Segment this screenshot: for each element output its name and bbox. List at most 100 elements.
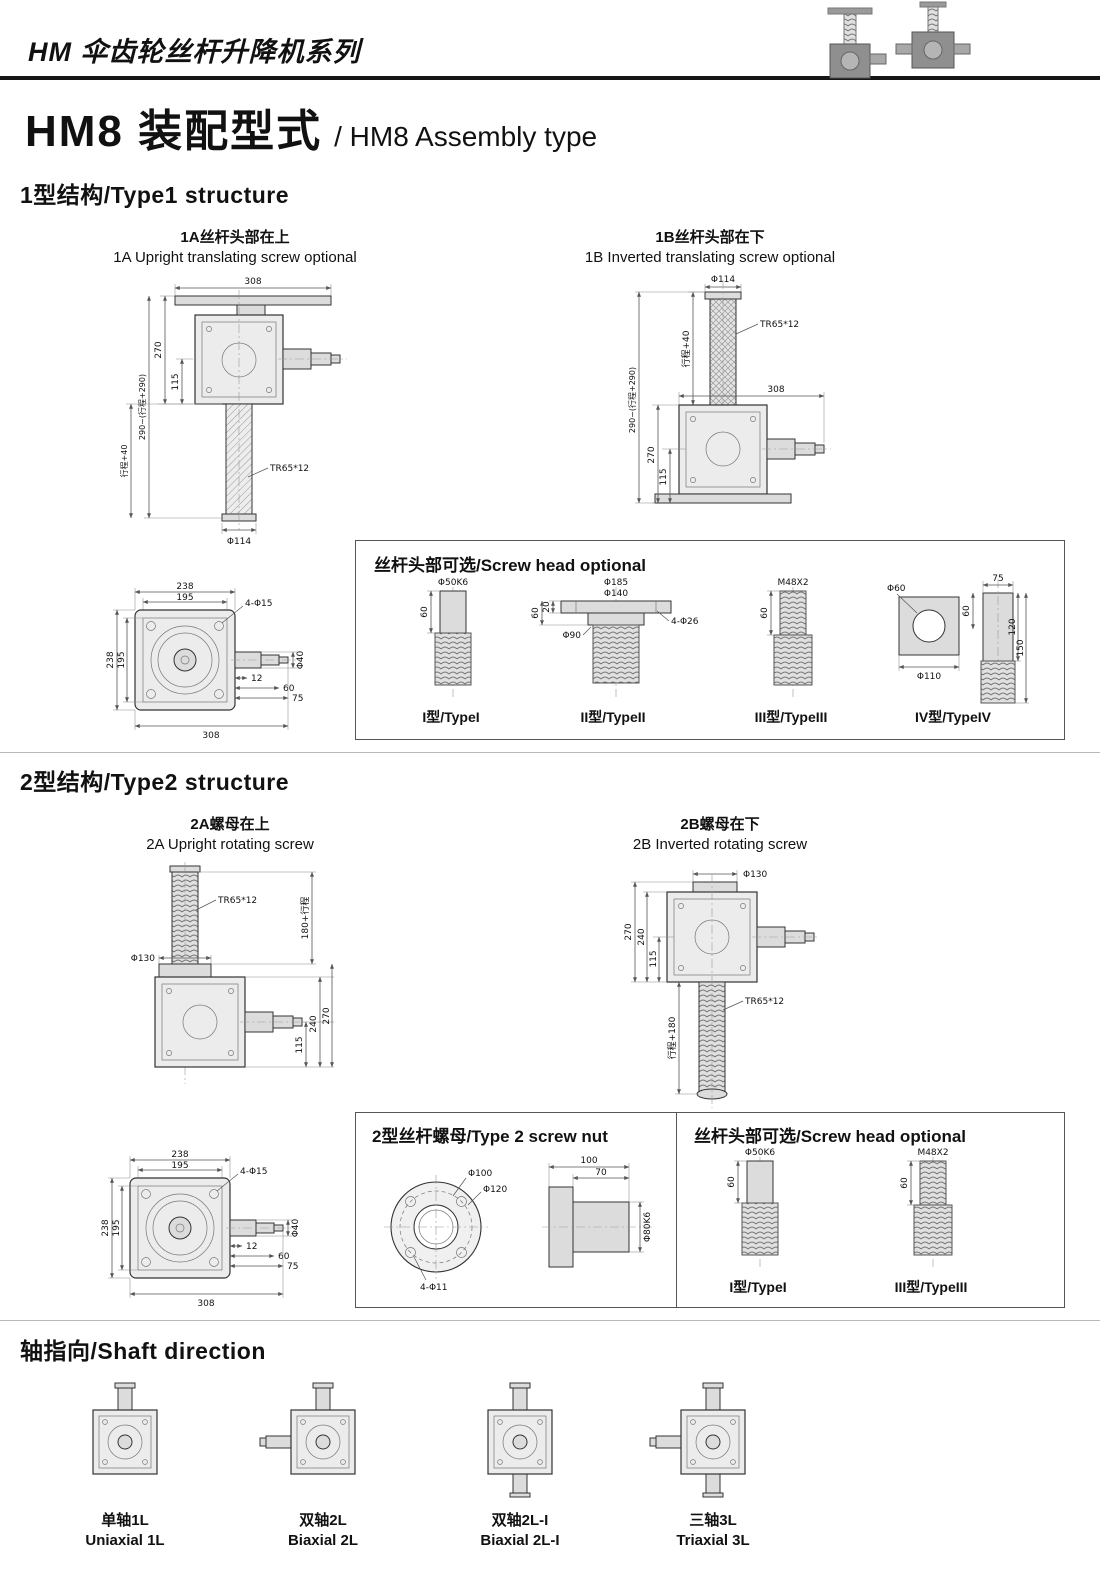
travel-nut — [692, 881, 738, 893]
dim-label: 60 — [900, 1177, 910, 1189]
dim-label: 290~(行程+290) — [627, 367, 637, 433]
nut-panel-title: 2型丝杆螺母/Type 2 screw nut — [372, 1127, 608, 1146]
shaft-label-1l: 单轴1L Uniaxial 1L — [85, 1512, 165, 1549]
screw-head-type3-label: III型/TypeIII — [754, 709, 828, 725]
dim-label: 308 — [767, 385, 784, 395]
type1-heading: 1型结构/Type1 structure — [20, 182, 290, 208]
dim-label: TR65*12 — [269, 464, 309, 474]
dim-label: 308 — [202, 731, 219, 741]
dim-label: 120 — [1008, 618, 1018, 635]
front-view-type2: 238 195 4-Φ15 238 195 Φ40 12 — [101, 1150, 301, 1309]
screw-head-type1-label: I型/TypeI — [422, 709, 480, 725]
dim-label: Φ50K6 — [745, 1148, 775, 1158]
dim-label: 115 — [295, 1036, 305, 1053]
fig-2b-drawing: Φ130 270 240 115 TR65*12 行程+180 — [624, 870, 820, 1108]
shaft-fig-1l: 单轴1L Uniaxial 1L — [60, 1378, 190, 1550]
dim-label: 270 — [624, 923, 634, 940]
dim-label: 270 — [322, 1007, 332, 1024]
header-rule — [0, 76, 1100, 80]
dim-label: Φ100 — [468, 1169, 493, 1179]
section-divider — [0, 752, 1100, 753]
screw-head2-type3-drawing: M48X2 60 — [900, 1148, 953, 1267]
fig-2b-caption: 2B螺母在下 2B Inverted rotating screw — [632, 816, 808, 854]
dim-label: 75 — [292, 694, 303, 704]
dim-label: Φ60 — [887, 584, 906, 594]
dim-label: TR65*12 — [759, 320, 799, 330]
screw-head-panel-type1: 丝杆头部可选/Screw head optional Φ50K6 60 I型/T… — [355, 540, 1065, 740]
dim-label: 270 — [647, 446, 657, 463]
type2-options-panel: 2型丝杆螺母/Type 2 screw nut Φ100 Φ120 4-Φ11 … — [355, 1112, 1065, 1308]
dim-label: 240 — [309, 1015, 319, 1032]
dim-label: 180+行程 — [299, 897, 311, 940]
dim-label: 60 — [727, 1176, 737, 1188]
screw-head-panel-title: 丝杆头部可选/Screw head optional — [374, 556, 647, 575]
fig-1b-drawing: Φ114 行程+40 TR65*12 308 115 270 — [627, 275, 831, 504]
dim-label: TR65*12 — [217, 896, 257, 906]
dim-label: 195 — [112, 1219, 122, 1236]
dim-label: 270 — [154, 341, 164, 358]
dim-label: 60 — [283, 684, 295, 694]
gearbox-housing — [678, 404, 768, 495]
screw-head2-type1-drawing: Φ50K6 60 — [727, 1148, 779, 1267]
shaft-3l-drawing — [649, 1382, 746, 1498]
dim-label: Φ50K6 — [438, 578, 468, 588]
shaft-direction-heading: 轴指向/Shaft direction — [20, 1338, 266, 1364]
screw-nut-drawing: Φ100 Φ120 4-Φ11 100 70 Φ80K6 — [384, 1156, 653, 1293]
dim-label: 4-Φ11 — [420, 1283, 448, 1293]
shaft-2l-i-drawing — [487, 1382, 553, 1498]
dim-label: 238 — [101, 1219, 111, 1236]
fig-1a-drawing: 308 TR65*12 Φ114 115 270 290~(行程+290) — [119, 277, 347, 547]
fig-1b-caption: 1B丝杆头部在下 1B Inverted translating screw o… — [584, 229, 836, 267]
dim-label: 195 — [176, 593, 193, 603]
screw-head-type2-drawing: Φ185 Φ140 20 60 Φ90 4-Φ26 — [531, 578, 699, 697]
shaft-1l-drawing — [92, 1382, 158, 1475]
dim-label: 115 — [649, 950, 659, 967]
dim-label: M48X2 — [917, 1148, 948, 1158]
dim-label: 115 — [659, 468, 669, 485]
page-title: HM8 装配型式 / HM8 Assembly type — [25, 95, 597, 159]
section-divider — [0, 1320, 1100, 1321]
dim-label: 115 — [171, 373, 181, 390]
screw-head-type4-label: IV型/TypeIV — [915, 709, 991, 725]
screw-head2-type3-label: III型/TypeIII — [894, 1279, 968, 1295]
dim-label: 60 — [531, 607, 541, 619]
shaft-label-2l-i: 双轴2L-I Biaxial 2L-I — [480, 1512, 560, 1549]
dim-label: 238 — [171, 1150, 188, 1160]
dim-label: 290~(行程+290) — [137, 374, 147, 440]
page-title-zh: HM8 装配型式 — [25, 107, 323, 156]
dim-label: 4-Φ15 — [240, 1167, 268, 1177]
dim-label: Φ110 — [917, 672, 942, 682]
dim-label: 195 — [117, 651, 127, 668]
fig-1a-caption: 1A丝杆头部在上 1A Upright translating screw op… — [113, 229, 357, 267]
screw-head-type2-label: II型/TypeII — [580, 709, 646, 725]
fig-2a-drawing: TR65*12 Φ130 180+行程 115 240 270 — [131, 862, 334, 1084]
shaft-fig-3l: 三轴3L Triaxial 3L — [648, 1378, 778, 1550]
dim-label: 行程+40 — [119, 445, 129, 478]
dim-label: 308 — [244, 277, 261, 287]
dim-label: 60 — [420, 606, 430, 618]
product-photo-jacks — [827, 1, 971, 79]
dim-label: Φ114 — [227, 537, 252, 547]
page-title-en: / HM8 Assembly type — [334, 121, 598, 152]
dim-label: 238 — [176, 582, 193, 592]
dim-label: 12 — [246, 1242, 257, 1252]
dim-label: Φ40 — [291, 1218, 301, 1237]
shaft-2l-drawing — [259, 1382, 356, 1475]
dim-label: 75 — [287, 1262, 298, 1272]
dim-label: 75 — [992, 574, 1003, 584]
screw-head-panel2-title: 丝杆头部可选/Screw head optional — [694, 1127, 967, 1146]
dim-label: 60 — [962, 605, 972, 617]
series-title: HM 伞齿轮丝杆升降机系列 — [28, 37, 361, 67]
dim-label: 4-Φ26 — [671, 617, 699, 627]
travel-nut — [158, 963, 212, 978]
dim-label: 308 — [197, 1299, 214, 1309]
dim-label: Φ130 — [743, 870, 768, 880]
dim-label: Φ130 — [131, 954, 156, 964]
front-view-type1: 238 195 4-Φ15 238 195 Φ40 12 — [106, 582, 306, 741]
screw-head-type3-drawing: M48X2 60 — [760, 578, 813, 697]
dim-label: Φ80K6 — [643, 1212, 653, 1242]
dim-label: TR65*12 — [744, 997, 784, 1007]
screw-head2-type1-label: I型/TypeI — [729, 1279, 787, 1295]
dim-label: 12 — [251, 674, 262, 684]
